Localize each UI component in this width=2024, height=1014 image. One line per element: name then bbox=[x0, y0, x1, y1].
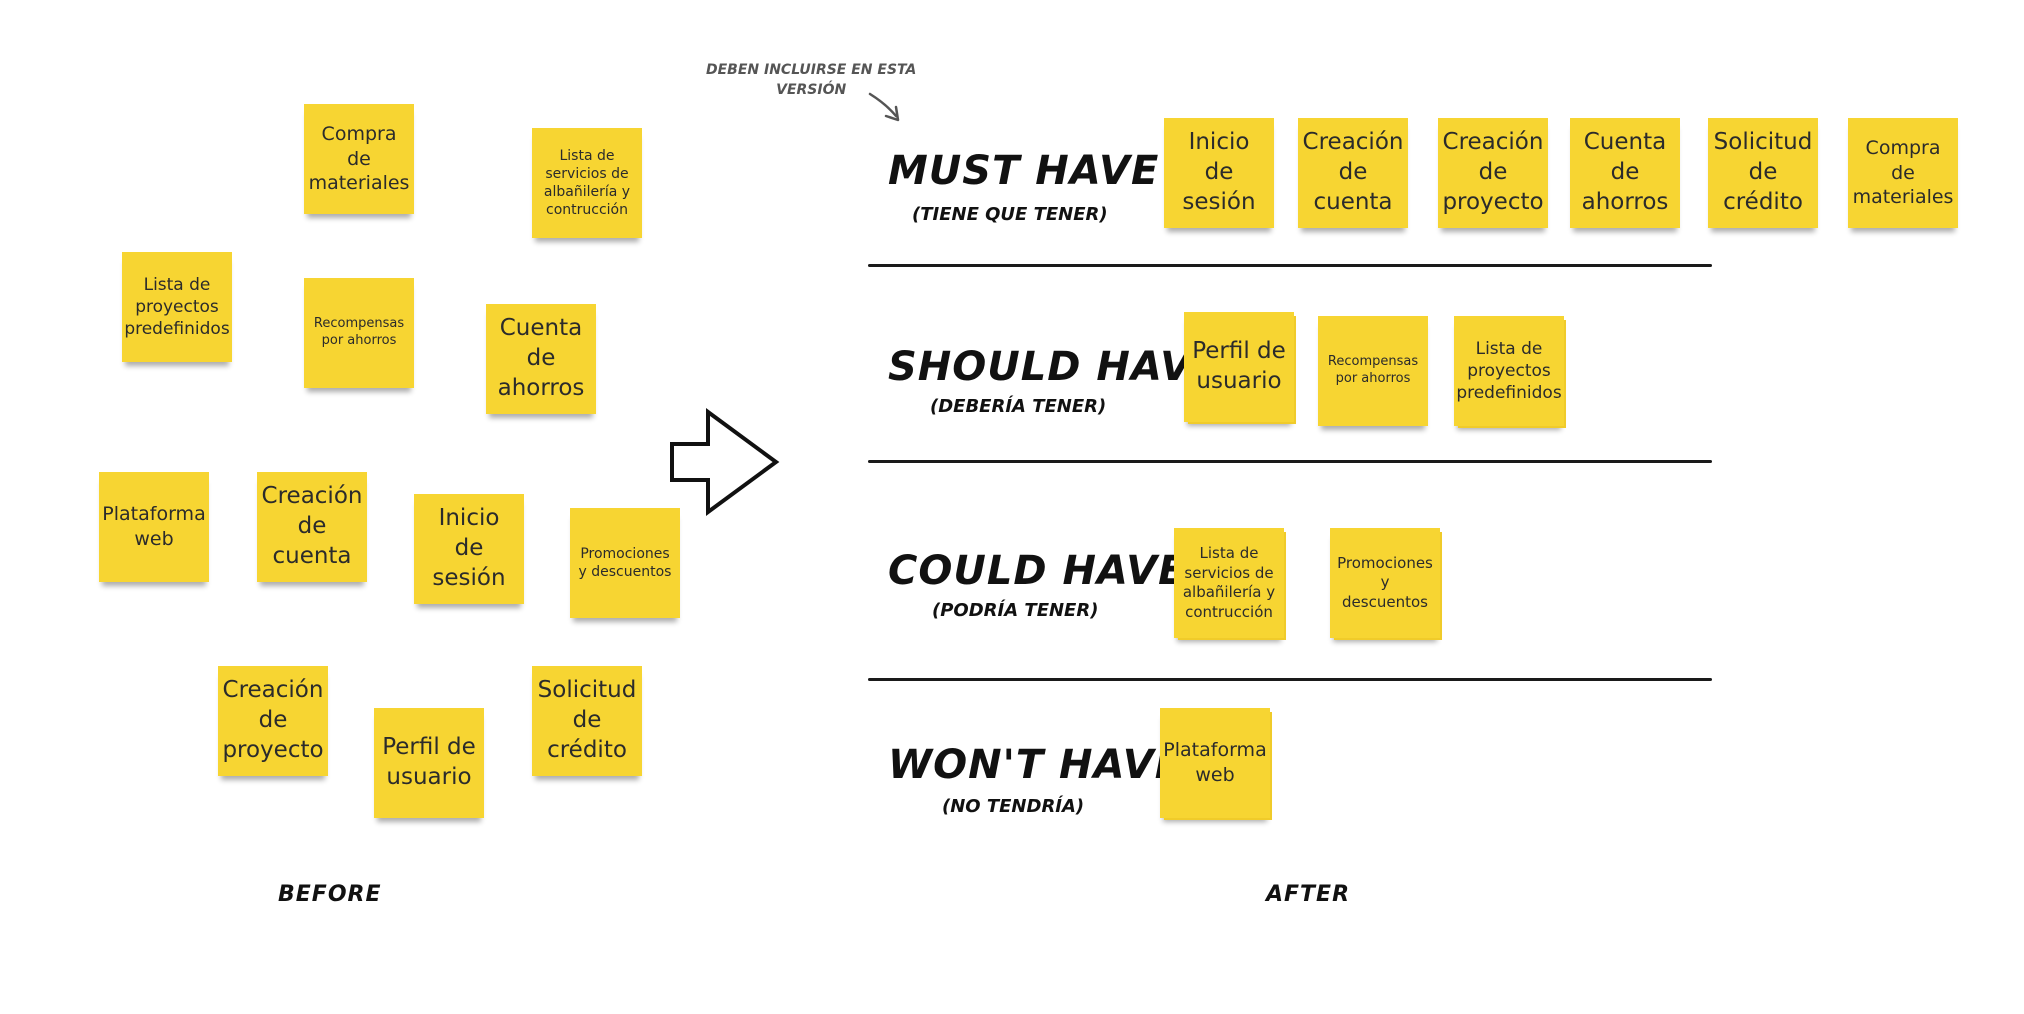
sticky-note-cuenta-ahorros[interactable]: Cuenta de ahorros bbox=[486, 304, 596, 414]
divider-should-could bbox=[868, 460, 1712, 463]
sticky-note-creacion-proyecto[interactable]: Creación de proyecto bbox=[218, 666, 328, 776]
divider-must-should bbox=[868, 264, 1712, 267]
could-have-title: COULD HAVE bbox=[888, 548, 1187, 594]
pointer-arrow-icon bbox=[868, 92, 900, 122]
sticky-note-inicio-sesion[interactable]: Inicio de sesión bbox=[414, 494, 524, 604]
could-have-subtitle: (PODRÍA TENER) bbox=[932, 600, 1099, 621]
annotation-line-1: DEBEN INCLUIRSE EN ESTA bbox=[706, 62, 917, 78]
could-note-lista-servicios[interactable]: Lista de servicios de albañilería y cont… bbox=[1174, 528, 1284, 638]
should-note-recompensas[interactable]: Recompensas por ahorros bbox=[1318, 316, 1428, 426]
must-have-title: MUST HAVE bbox=[888, 148, 1160, 194]
could-note-promociones[interactable]: Promociones y descuentos bbox=[1330, 528, 1440, 638]
wont-have-title: WON'T HAVE bbox=[888, 742, 1184, 788]
must-note-creacion-cuenta[interactable]: Creación de cuenta bbox=[1298, 118, 1408, 228]
must-note-solicitud-credito[interactable]: Solicitud de crédito bbox=[1708, 118, 1818, 228]
right-arrow-icon bbox=[670, 408, 780, 516]
annotation-line-2: VERSIÓN bbox=[776, 82, 847, 99]
sticky-note-lista-proyectos[interactable]: Lista de proyectos predefinidos bbox=[122, 252, 232, 362]
before-caption: BEFORE bbox=[278, 882, 382, 907]
wont-note-plataforma-web[interactable]: Plataforma web bbox=[1160, 708, 1270, 818]
should-note-perfil-usuario[interactable]: Perfil de usuario bbox=[1184, 312, 1294, 422]
wont-have-subtitle: (NO TENDRÍA) bbox=[942, 796, 1085, 817]
sticky-note-compra-materiales[interactable]: Compra de materiales bbox=[304, 104, 414, 214]
after-caption: AFTER bbox=[1266, 882, 1351, 907]
should-have-title: SHOULD HAVE bbox=[888, 344, 1221, 390]
divider-could-wont bbox=[868, 678, 1712, 681]
sticky-note-creacion-cuenta[interactable]: Creación de cuenta bbox=[257, 472, 367, 582]
must-note-cuenta-ahorros[interactable]: Cuenta de ahorros bbox=[1570, 118, 1680, 228]
sticky-note-lista-servicios[interactable]: Lista de servicios de albañilería y cont… bbox=[532, 128, 642, 238]
must-note-inicio-sesion[interactable]: Inicio de sesión bbox=[1164, 118, 1274, 228]
should-note-lista-proyectos[interactable]: Lista de proyectos predefinidos bbox=[1454, 316, 1564, 426]
must-note-creacion-proyecto[interactable]: Creación de proyecto bbox=[1438, 118, 1548, 228]
must-note-compra-materiales[interactable]: Compra de materiales bbox=[1848, 118, 1958, 228]
must-have-subtitle: (TIENE QUE TENER) bbox=[912, 204, 1108, 225]
sticky-note-plataforma-web[interactable]: Plataforma web bbox=[99, 472, 209, 582]
should-have-subtitle: (DEBERÍA TENER) bbox=[930, 396, 1107, 417]
sticky-note-perfil-usuario[interactable]: Perfil de usuario bbox=[374, 708, 484, 818]
sticky-note-recompensas[interactable]: Recompensas por ahorros bbox=[304, 278, 414, 388]
sticky-note-promociones[interactable]: Promociones y descuentos bbox=[570, 508, 680, 618]
annotation-text: DEBEN INCLUIRSE EN ESTA VERSIÓN bbox=[706, 60, 916, 101]
sticky-note-solicitud-credito[interactable]: Solicitud de crédito bbox=[532, 666, 642, 776]
